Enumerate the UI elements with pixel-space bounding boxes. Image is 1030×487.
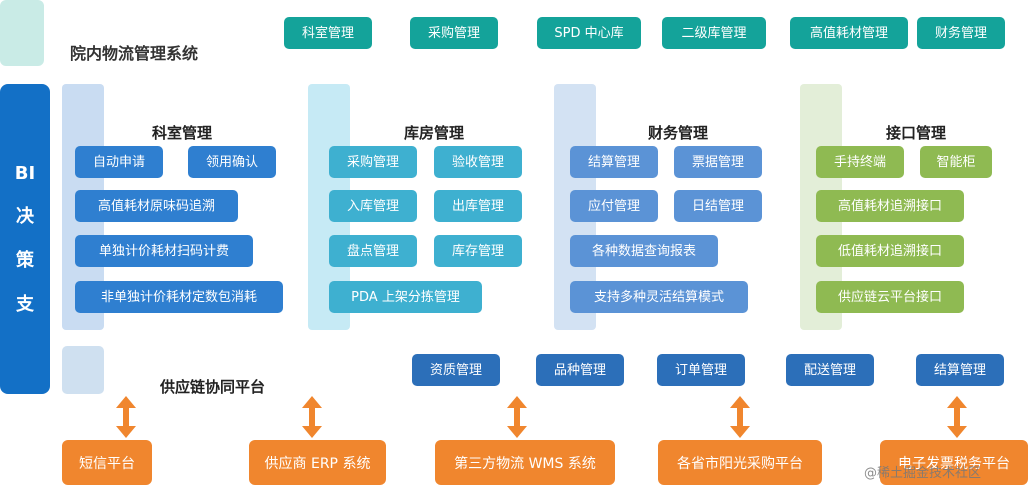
bi-char-3: 策 [16,249,34,271]
wh-inventory-count[interactable]: 盘点管理 [329,235,417,267]
sc-settlement[interactable]: 结算管理 [916,354,1004,386]
top-module-dept[interactable]: 科室管理 [284,17,372,49]
top-module-high-value[interactable]: 高值耗材管理 [790,17,908,49]
bi-char-4: 支 [16,293,34,315]
top-module-secondary[interactable]: 二级库管理 [662,17,766,49]
bi-decision-support: BI 决 策 支 [0,84,50,394]
wh-outbound[interactable]: 出库管理 [434,190,522,222]
ext-supplier-erp[interactable]: 供应商 ERP 系统 [249,440,386,485]
fin-invoice[interactable]: 票据管理 [674,146,762,178]
dept-auto-apply[interactable]: 自动申请 [75,146,163,178]
fin-settlement[interactable]: 结算管理 [570,146,658,178]
interface-section-title: 接口管理 [886,124,947,142]
sc-qualification[interactable]: 资质管理 [412,354,500,386]
dept-section-title: 科室管理 [152,124,213,142]
if-cloud-platform[interactable]: 供应链云平台接口 [816,281,964,313]
wh-inbound[interactable]: 入库管理 [329,190,417,222]
double-arrow-icon [507,396,527,438]
finance-section-title: 财务管理 [648,124,709,142]
ext-wms[interactable]: 第三方物流 WMS 系统 [435,440,615,485]
top-module-purchase[interactable]: 采购管理 [410,17,498,49]
bi-char-2: 决 [16,205,34,227]
double-arrow-icon [947,396,967,438]
if-smart-cabinet[interactable]: 智能柜 [920,146,992,178]
top-module-finance[interactable]: 财务管理 [917,17,1005,49]
sc-variety[interactable]: 品种管理 [536,354,624,386]
dept-package-consume[interactable]: 非单独计价耗材定数包消耗 [75,281,283,313]
watermark: @稀土掘金技术社区 [864,466,982,481]
if-high-value-trace[interactable]: 高值耗材追溯接口 [816,190,964,222]
supply-chain-title: 供应链协同平台 [160,378,266,396]
ext-sunshine-procurement[interactable]: 各省市阳光采购平台 [658,440,822,485]
double-arrow-icon [302,396,322,438]
bi-char-1: BI [14,162,36,184]
ext-e-invoice[interactable]: 电子发票税务平台 [880,440,1028,485]
double-arrow-icon [116,396,136,438]
supply-chain-decoration-block [62,346,104,394]
dept-high-value-trace[interactable]: 高值耗材原味码追溯 [75,190,238,222]
fin-flexible-settlement[interactable]: 支持多种灵活结算模式 [570,281,748,313]
header-decoration-block [0,0,44,66]
wh-pda-sorting[interactable]: PDA 上架分拣管理 [329,281,482,313]
top-module-spd[interactable]: SPD 中心库 [537,17,641,49]
if-low-value-trace[interactable]: 低值耗材追溯接口 [816,235,964,267]
wh-stock[interactable]: 库存管理 [434,235,522,267]
sc-delivery[interactable]: 配送管理 [786,354,874,386]
warehouse-section-title: 库房管理 [404,124,465,142]
dept-scan-billing[interactable]: 单独计价耗材扫码计费 [75,235,253,267]
dept-confirm-receive[interactable]: 领用确认 [188,146,276,178]
fin-payable[interactable]: 应付管理 [570,190,658,222]
fin-daily-close[interactable]: 日结管理 [674,190,762,222]
sc-order[interactable]: 订单管理 [657,354,745,386]
wh-acceptance[interactable]: 验收管理 [434,146,522,178]
fin-reports[interactable]: 各种数据查询报表 [570,235,718,267]
if-handheld[interactable]: 手持终端 [816,146,904,178]
ext-sms-platform[interactable]: 短信平台 [62,440,152,485]
double-arrow-icon [730,396,750,438]
system-title: 院内物流管理系统 [70,44,199,63]
wh-purchase[interactable]: 采购管理 [329,146,417,178]
